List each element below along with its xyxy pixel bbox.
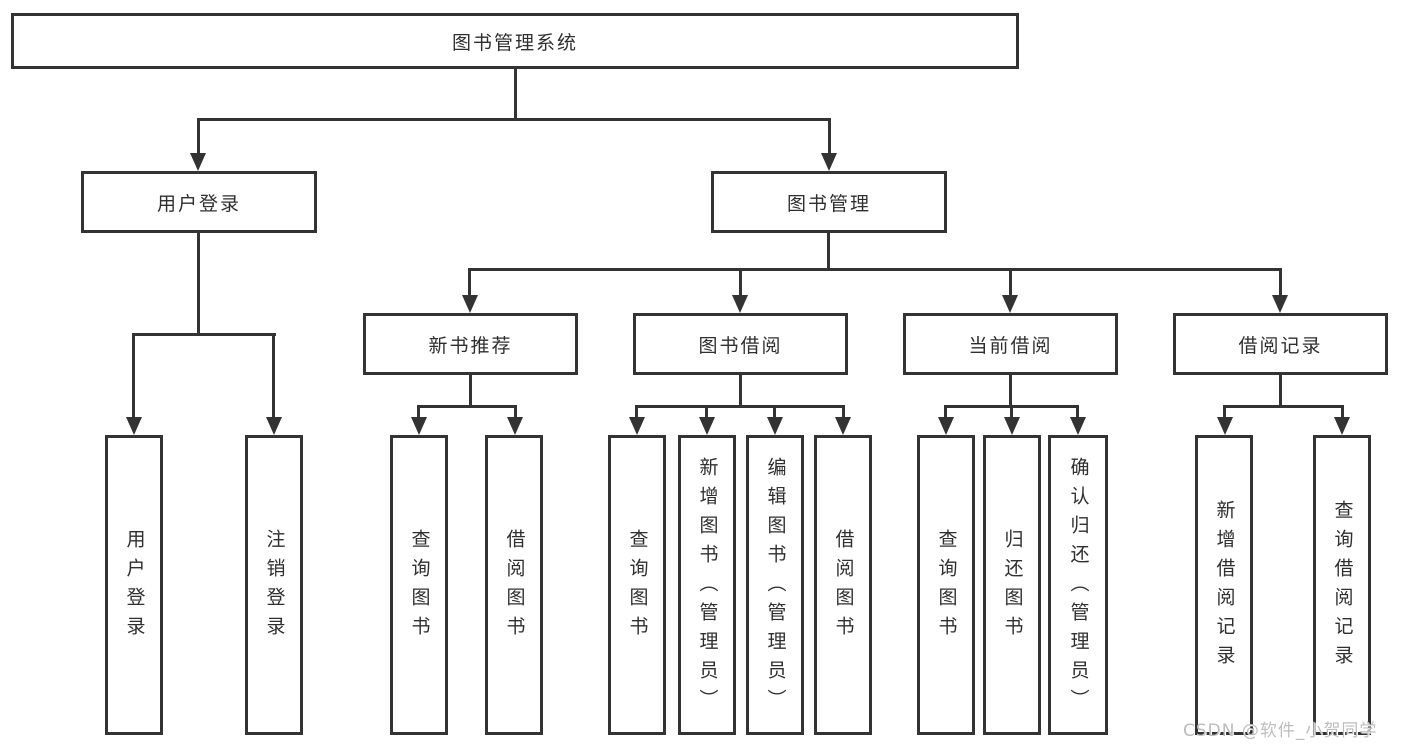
connector-user-login-stem xyxy=(197,233,200,335)
connector-stem xyxy=(469,375,472,408)
connector-stem xyxy=(1009,375,1012,408)
connector-drop xyxy=(417,405,420,421)
leaf-borrow-books: 借阅图书 xyxy=(485,435,543,735)
connector-stem xyxy=(739,375,742,408)
arrow-down-icon xyxy=(1002,295,1018,313)
connector-drop xyxy=(1009,268,1012,298)
arrow-down-icon xyxy=(1272,295,1288,313)
connector-drop xyxy=(705,405,708,421)
arrow-down-icon xyxy=(699,417,715,435)
leaf-query-books: 查询图书 xyxy=(608,435,666,735)
connector-drop xyxy=(635,405,638,421)
leaf-confirm-return-admin: 确认归还（管理员） xyxy=(1048,435,1108,735)
connector-crossbar xyxy=(1223,405,1343,408)
connector-drop-book-mgmt xyxy=(828,118,831,156)
leaf-user-login: 用户登录 xyxy=(105,435,163,735)
connector-crossbar xyxy=(417,405,517,408)
arrow-down-icon xyxy=(732,295,748,313)
leaf-add-books-admin: 新增图书（管理员） xyxy=(678,435,736,735)
csdn-watermark: CSDN @软件_小贺同学 xyxy=(1183,721,1378,741)
arrow-down-icon xyxy=(1070,417,1086,435)
arrow-down-icon xyxy=(1334,417,1350,435)
connector-drop xyxy=(132,333,135,421)
arrow-down-icon xyxy=(411,417,427,435)
node-new-book-recommend: 新书推荐 xyxy=(363,313,578,375)
connector-drop xyxy=(468,268,471,298)
leaf-borrow-books: 借阅图书 xyxy=(814,435,872,735)
connector-drop xyxy=(1341,405,1344,421)
connector-book-mgmt-crossbar xyxy=(468,268,1282,271)
connector-root-crossbar xyxy=(197,118,831,121)
connector-drop xyxy=(1279,268,1282,298)
connector-drop xyxy=(739,268,742,298)
connector-drop xyxy=(842,405,845,421)
connector-root-stem xyxy=(514,69,517,121)
arrow-down-icon xyxy=(767,417,783,435)
connector-drop xyxy=(272,333,275,421)
node-book-borrow: 图书借阅 xyxy=(633,313,848,375)
arrow-down-icon xyxy=(462,295,478,313)
arrow-down-icon xyxy=(835,417,851,435)
connector-drop xyxy=(514,405,517,421)
arrow-down-icon xyxy=(821,153,837,171)
connector-user-login-crossbar xyxy=(132,333,276,336)
leaf-logout: 注销登录 xyxy=(245,435,303,735)
connector-drop-user-login xyxy=(197,118,200,156)
node-book-management: 图书管理 xyxy=(711,171,947,233)
leaf-query-books: 查询图书 xyxy=(390,435,448,735)
leaf-query-books: 查询图书 xyxy=(917,435,975,735)
arrow-down-icon xyxy=(507,417,523,435)
leaf-query-borrow-record: 查询借阅记录 xyxy=(1313,435,1371,735)
arrow-down-icon xyxy=(266,417,282,435)
connector-drop xyxy=(1010,405,1013,421)
arrow-down-icon xyxy=(190,153,206,171)
arrow-down-icon xyxy=(629,417,645,435)
arrow-down-icon xyxy=(938,417,954,435)
connector-drop xyxy=(1076,405,1079,421)
node-user-login: 用户登录 xyxy=(81,171,317,233)
leaf-edit-books-admin: 编辑图书（管理员） xyxy=(746,435,804,735)
connector-book-mgmt-stem xyxy=(827,233,830,271)
node-borrow-records: 借阅记录 xyxy=(1173,313,1388,375)
connector-drop xyxy=(944,405,947,421)
arrow-down-icon xyxy=(126,417,142,435)
leaf-return-books: 归还图书 xyxy=(983,435,1041,735)
connector-stem xyxy=(1279,375,1282,408)
node-root-system: 图书管理系统 xyxy=(11,13,1019,69)
node-current-borrow: 当前借阅 xyxy=(903,313,1118,375)
arrow-down-icon xyxy=(1217,417,1233,435)
connector-crossbar xyxy=(635,405,845,408)
connector-drop xyxy=(773,405,776,421)
leaf-add-borrow-record: 新增借阅记录 xyxy=(1195,435,1253,735)
arrow-down-icon xyxy=(1004,417,1020,435)
connector-drop xyxy=(1223,405,1226,421)
